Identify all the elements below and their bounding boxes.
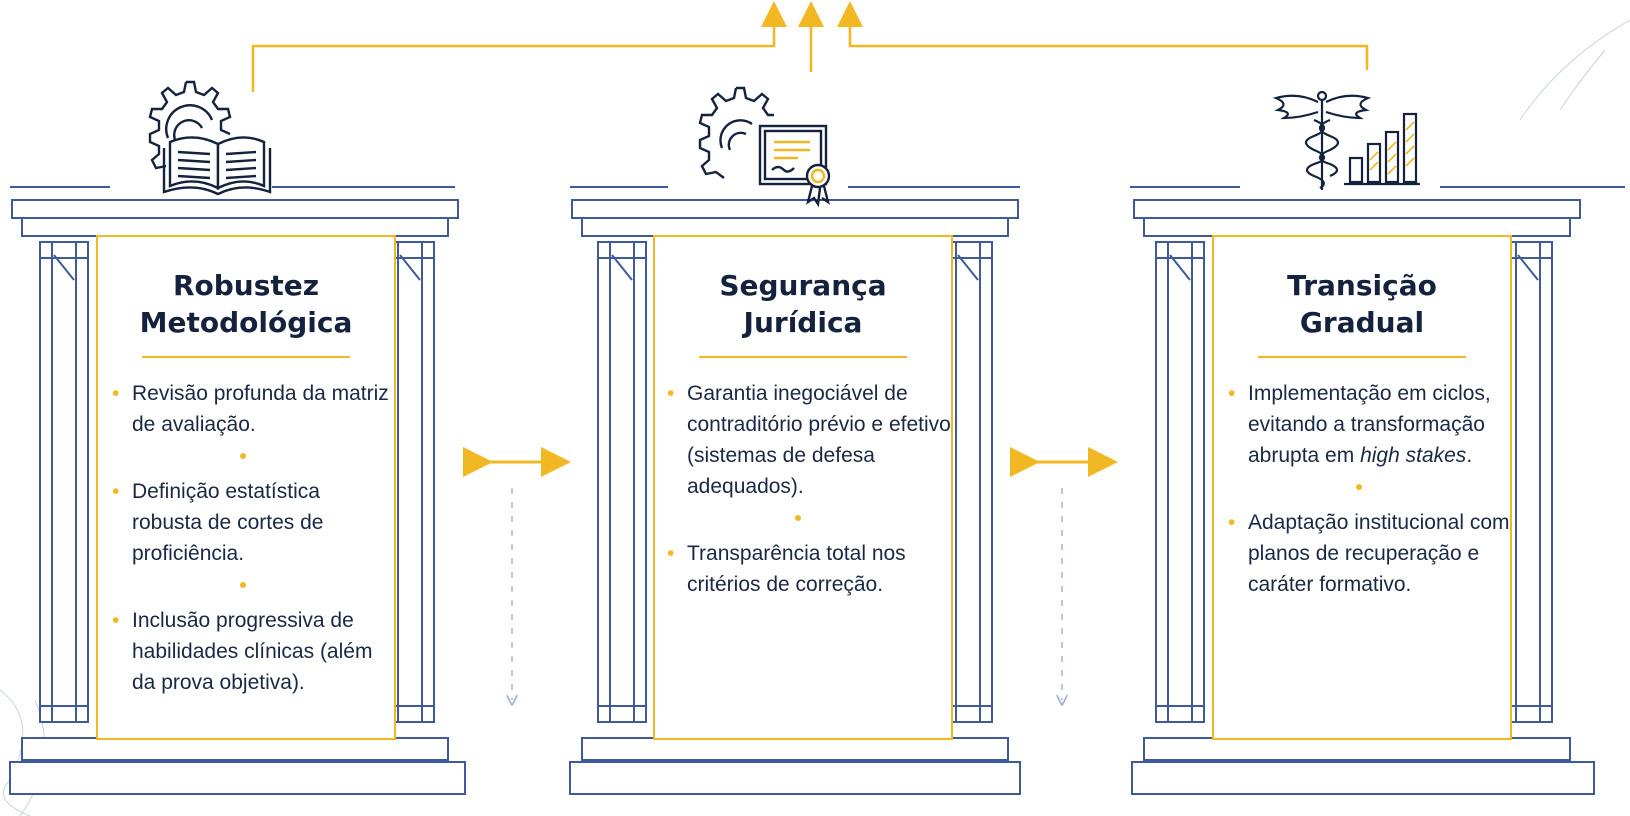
gear-certificate-icon [698, 86, 831, 208]
list-item: Transparência total nos critérios de cor… [667, 515, 951, 600]
card-title-line: Robustez [172, 269, 320, 302]
title-divider [699, 356, 907, 358]
card-title-line: Gradual [1299, 306, 1425, 339]
card-title-line: Transição [1287, 269, 1437, 302]
list-item-text: Adaptação institucional com planos de re… [1248, 511, 1510, 596]
gear-book-icon [148, 80, 272, 196]
list-item: Garantia inegociável de contraditório pr… [667, 378, 951, 502]
card-title-line: Jurídica [743, 306, 863, 339]
list-item-emphasis: high stakes [1360, 444, 1467, 467]
title-divider [1258, 356, 1466, 358]
card-title-line: Metodológica [139, 306, 353, 339]
pillar-card-transicao-gradual: Transição Gradual Implementação em ciclo… [1212, 235, 1512, 740]
card-title: Transição Gradual [1214, 267, 1510, 341]
pillar-frame-3 [1130, 186, 1625, 795]
card-title: Segurança Jurídica [655, 267, 951, 341]
pillar-card-robustez-metodologica: Robustez Metodológica Revisão profunda d… [96, 235, 396, 740]
bullet-list: Implementação em ciclos, evitando a tran… [1214, 378, 1510, 600]
pillar-card-seguranca-juridica: Segurança Jurídica Garantia inegociável … [653, 235, 953, 740]
bullet-list: Garantia inegociável de contraditório pr… [655, 378, 951, 600]
list-item: Inclusão progressiva de habilidades clín… [112, 582, 394, 698]
bullet-list: Revisão profunda da matriz de avaliação.… [98, 378, 394, 698]
list-item: Implementação em ciclos, evitando a tran… [1228, 378, 1510, 471]
card-title-line: Segurança [719, 269, 887, 302]
caduceus-chart-icon [1272, 90, 1420, 190]
card-title: Robustez Metodológica [98, 267, 394, 341]
list-item: Adaptação institucional com planos de re… [1228, 484, 1510, 600]
list-item: Revisão profunda da matriz de avaliação. [112, 378, 394, 440]
list-item: Definição estatística robusta de cortes … [112, 453, 394, 569]
title-divider [142, 356, 350, 358]
list-item-text: Implementação em ciclos, evitando a tran… [1248, 382, 1491, 467]
list-item-text-end: . [1466, 444, 1473, 467]
convergence-arrows [251, 1, 1369, 92]
